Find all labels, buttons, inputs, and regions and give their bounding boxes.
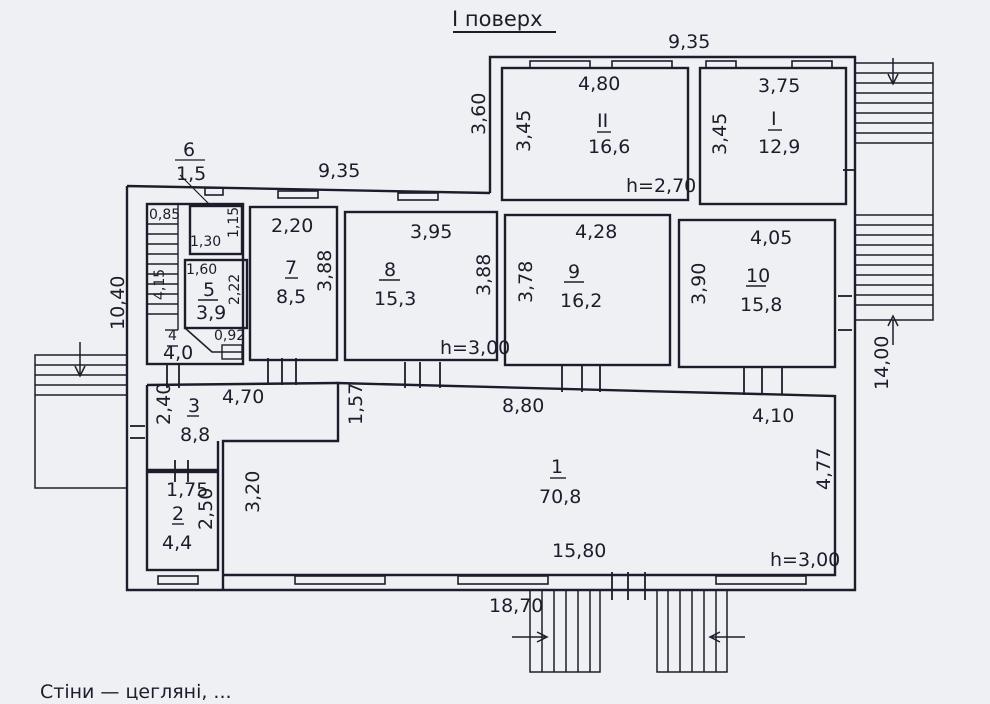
- room-7-walls: [248, 205, 339, 362]
- room-10-height: 3,90: [688, 263, 710, 305]
- room-10-width: 4,05: [750, 227, 792, 249]
- corridor-drop: 1,57: [345, 383, 367, 425]
- room-2-walls: [145, 470, 220, 572]
- room-II-width: 4,80: [578, 73, 620, 95]
- room-4-number-visible: 4: [168, 328, 177, 344]
- room-3-height: 2,40: [153, 383, 175, 425]
- room-9-width: 4,28: [575, 221, 617, 243]
- room-7-height: 3,88: [314, 250, 336, 292]
- dim-160: 1,60: [186, 262, 217, 278]
- fraction-bars: [167, 129, 782, 525]
- dim-bottom-overall: 18,70: [489, 595, 543, 617]
- interior-stair-treads: [147, 204, 179, 331]
- main-outer-wall: [125, 184, 857, 592]
- room-II-height: 3,45: [513, 110, 535, 152]
- room-6-area: 1,5: [176, 163, 206, 185]
- room-1-area: 70,8: [539, 486, 581, 508]
- dim-415: 4,15: [152, 269, 168, 300]
- room-I-height: 3,45: [709, 113, 731, 155]
- room-5-number: 5: [203, 279, 215, 301]
- room-6-walls: [188, 204, 244, 256]
- exterior-stairs-right: [854, 58, 934, 345]
- room-2-area: 4,4: [162, 532, 192, 554]
- room-II-number: II: [597, 110, 608, 132]
- exterior-stairs-left: [34, 342, 127, 489]
- walls: [34, 55, 934, 673]
- room-9-height: 3,78: [515, 261, 537, 303]
- room-4-niche: [221, 344, 243, 360]
- room-6-number: 6: [183, 139, 195, 161]
- room-1-number: 1: [551, 456, 563, 478]
- room-3-walls: [145, 385, 220, 472]
- room-1-height-note: h=3,00: [770, 549, 840, 571]
- room-4-diagonal: [184, 327, 243, 353]
- room-7-area: 8,5: [276, 286, 306, 308]
- dim-left-overall-height: 10,40: [107, 276, 129, 330]
- room-3-number: 3: [188, 395, 200, 417]
- room-II-height-note: h=2,70: [626, 175, 696, 197]
- room-10-area: 15,8: [740, 294, 782, 316]
- room-8-height: 3,88: [473, 254, 495, 296]
- room-II-area: 16,6: [588, 136, 630, 158]
- dim-130: 1,30: [190, 234, 221, 250]
- dim-right-overall-height: 14,00: [871, 336, 893, 390]
- room-1-height-right: 4,77: [813, 448, 835, 490]
- room-I-width: 3,75: [758, 75, 800, 97]
- room-1-height-left: 3,20: [242, 471, 264, 513]
- dim-115: 1,15: [226, 207, 242, 238]
- room-4-area: 4,0: [163, 342, 193, 364]
- room-2-height: 2,50: [195, 488, 217, 530]
- room-2-number: 2: [172, 503, 184, 525]
- door-marks: [130, 169, 855, 600]
- room-8-number: 8: [384, 259, 396, 281]
- room-10-walls: [677, 218, 837, 369]
- exterior-stairs-bottom: [512, 590, 745, 673]
- room-5-area: 3,9: [196, 302, 226, 324]
- room-9-number: 9: [568, 261, 580, 283]
- room-2-width: 1,75: [166, 479, 208, 501]
- room-1-width-top: 8,80: [502, 395, 544, 417]
- dim-top-wing-overall: 9,35: [668, 31, 710, 53]
- plan-title: I поверх: [452, 7, 543, 31]
- room-3-area: 8,8: [180, 424, 210, 446]
- dim-wing-height: 3,60: [468, 93, 490, 135]
- walls-caption: Стіни — цегляні, ...: [40, 681, 232, 700]
- dim-085: 0,85: [149, 207, 180, 223]
- room-8-walls: [343, 210, 499, 362]
- room-1-width-right: 4,10: [752, 405, 794, 427]
- dim-222: 2,22: [227, 274, 243, 305]
- window-marks: [157, 60, 833, 585]
- room-7-number: 7: [285, 257, 297, 279]
- room-8-width: 3,95: [410, 221, 452, 243]
- room-I-number: I: [771, 108, 777, 130]
- room-10-number: 10: [746, 265, 770, 287]
- room-I-area: 12,9: [758, 136, 800, 158]
- room-II-walls: [500, 66, 690, 202]
- room-8-area: 15,3: [374, 288, 416, 310]
- corridor-width: 4,70: [222, 386, 264, 408]
- room-9-walls: [503, 213, 672, 367]
- room-I-walls: [698, 66, 848, 206]
- room-7-width: 2,20: [271, 215, 313, 237]
- room-9-area: 16,2: [560, 290, 602, 312]
- dim-main-top-overall: 9,35: [318, 160, 360, 182]
- room-5-walls: [183, 258, 249, 330]
- room-8-height-note: h=3,00: [440, 337, 510, 359]
- dim-092: 0,92: [214, 328, 245, 344]
- room-1-width-bottom: 15,80: [552, 540, 606, 562]
